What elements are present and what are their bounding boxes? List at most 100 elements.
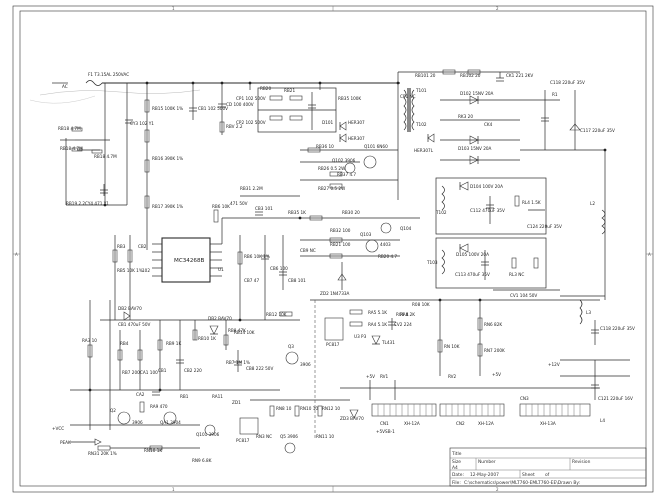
ck1-label: CK1 221 2KV <box>506 73 533 78</box>
rb8-label: RB8 47K <box>228 328 246 333</box>
rv-label: RV1 <box>380 374 389 379</box>
cb2-vert-label: CB2 <box>138 244 147 249</box>
rb9-label: RB9 1K <box>166 341 181 346</box>
cn2-pins <box>445 404 501 416</box>
hv-divider-column: RB15 100K 1% RB16 390K 1% RB17 390K 1% C… <box>144 83 254 250</box>
rb19-label: RB19 2.2 <box>66 201 85 206</box>
q2-part-label: 3906 <box>132 420 143 425</box>
rb102-label: RB102 20 <box>460 73 481 78</box>
cb1-label: CB1 102 500V <box>198 106 228 111</box>
d101-label: D101 <box>322 120 334 125</box>
l2-label: L2 <box>590 201 595 206</box>
rb5-vert-label: RB5 10K 1% <box>117 268 143 273</box>
rn-lbl: RN 10K <box>444 344 460 349</box>
input-filter: RB18 4.7M RB18 4.7M RB18 4.7M RB19 2.2 C… <box>58 83 154 206</box>
sheet-label: Sheet <box>522 472 535 478</box>
pcb17b-label: PC817 <box>236 438 250 443</box>
pc817-label: PC817 <box>326 342 340 347</box>
qa-label: QA1 3904 <box>160 420 181 425</box>
fuse-label: F1 T3.15AL 250VAC <box>88 72 129 77</box>
rn12-label: RN12 10 <box>322 406 340 411</box>
cb1-b-label: CB1 <box>158 368 167 373</box>
l3-label: L3 <box>586 310 591 315</box>
tl431-label: TL431 <box>381 340 395 345</box>
rb36-label: RB36 10 <box>316 144 334 149</box>
c121-label: C121 220uF 16V <box>598 396 633 401</box>
q102-label: Q102 3906 <box>332 158 356 163</box>
rl4-label: RL4 1.5K <box>522 200 541 205</box>
ra5-label: RA5 5.1K <box>368 310 387 315</box>
snubber-network: RB20 RB21 RB35 100K CP1 102 500V CP2 102… <box>236 86 365 143</box>
q3-part-label: 3906 <box>300 362 311 367</box>
rb5-label: RB6 10K <box>212 204 230 209</box>
size-label: Size <box>452 459 461 465</box>
rb35-bot-label: RB35 1K <box>288 210 306 215</box>
cy3-label: CY3 102 Y1 <box>130 121 154 126</box>
rb18c-label: RB18 4.7M <box>94 154 117 159</box>
cb3-label: CB3 101 <box>255 206 273 211</box>
ic-left-network: RB3 RB5 10K 1% CB2 102 DB2 BAV70 CB1 470… <box>100 235 306 327</box>
cb2-label: CB2 220 <box>184 368 202 373</box>
q2-label: Q2 <box>110 408 116 413</box>
c118b-label: C118 220uF 35V <box>600 326 635 331</box>
size-value: A4 <box>452 465 458 471</box>
sheet-of-label: of <box>545 472 550 478</box>
u1-label: U1 <box>218 267 224 272</box>
c124-label: C124 220uF 35V <box>527 224 562 229</box>
rl-nc-label: RL3 NC <box>509 272 524 277</box>
rb18-label: RB18 4.7M <box>58 126 81 131</box>
c118-label: C118 220uF 35V <box>550 80 585 85</box>
rb7b-label: RB7 200 <box>122 370 140 375</box>
mosfet-driver: RB36 10 RB26 0.5 2W RB27 0.5 2W Q101 6N6… <box>240 144 398 197</box>
ra11-label: RA11 <box>212 394 223 399</box>
bottom-left-circuit: RA3 10 RB4 RB7 200 CA1 100 RB9 1K CB2 22… <box>82 300 311 430</box>
u3-label: U3 P3 <box>354 334 367 339</box>
cn2-part-label: XH-12A <box>478 421 494 426</box>
vcc-label: +VCC <box>52 426 64 431</box>
rb18b-label: RB18 4.7M <box>60 146 83 151</box>
t102-label: T102 <box>415 122 427 127</box>
rn7-label: RN7 200K <box>484 348 505 353</box>
ca1-label: CA1 100 <box>140 370 158 375</box>
t101-core-label: HER307L <box>414 148 434 153</box>
output-connectors: +5V +5V +12V RV1 RV2 CN1 XH-12A CN2 XH-1… <box>340 362 600 434</box>
cb2-val-label: 102 <box>142 268 150 273</box>
hv-diode-a-label: HER307 <box>348 120 365 125</box>
output-filter-right: L3 C118 220uF 35V C121 220uF 16V L4 <box>560 295 635 423</box>
rn3-label: RN3 NC <box>256 434 272 439</box>
ac-in-label: AC <box>62 84 68 89</box>
title-block: Title Size A4 Number Revision Date: 12-M… <box>449 447 647 487</box>
file-value: C:\schematics\power\MLT760-EMLT760-EE\Dr… <box>464 480 580 486</box>
t101-winding-label: CP1 NC <box>400 94 416 99</box>
cn1-connector <box>371 403 437 417</box>
rn10-label: RN10 10 <box>300 406 318 411</box>
d104-label: D104 100V 20A <box>470 184 503 189</box>
plus12v-label: +12V <box>548 362 560 367</box>
rb10-label: RB10 1K <box>198 336 216 341</box>
snubber-r1-label: RB20 <box>260 86 271 91</box>
bottom-transistor-row: Q2 3906 QA1 3904 RA9 470 CA2 RB1 +VCC PE… <box>52 389 350 463</box>
ra4-label: RA4 5.1K <box>368 322 387 327</box>
r1-label: R1 <box>552 92 558 97</box>
cn3-connector <box>519 403 591 417</box>
q103-part-label: 4403 <box>380 242 391 247</box>
rb37-label: RB37 4.7 <box>337 172 356 177</box>
db2-label: DB2 BAV70 <box>118 306 142 311</box>
date-label: Date: <box>452 472 464 478</box>
t103-label: T103 <box>426 260 438 265</box>
cp-cap-label: CP1 102 500V <box>236 96 266 101</box>
rb26-label: RB26 0.5 2W <box>318 166 345 171</box>
cb8b-label: CB8 222 50V <box>246 366 273 371</box>
cn2-connector <box>439 403 505 417</box>
hv-diode-b-label: HER307 <box>348 136 365 141</box>
rb21-label: RB21 100 <box>330 242 351 247</box>
rn9-label: RN9 6.8K <box>192 458 212 463</box>
ra4-r-label: RA4 <box>400 312 409 317</box>
d105-label: D105 100V 20A <box>456 252 489 257</box>
border-mark-bottom-2: 2 <box>496 487 499 492</box>
q3-label: Q3 <box>288 344 294 349</box>
rb3-vert-label: RB3 <box>117 244 126 249</box>
cn1-pins <box>377 404 433 416</box>
ic-label: MC34268B <box>174 258 205 264</box>
